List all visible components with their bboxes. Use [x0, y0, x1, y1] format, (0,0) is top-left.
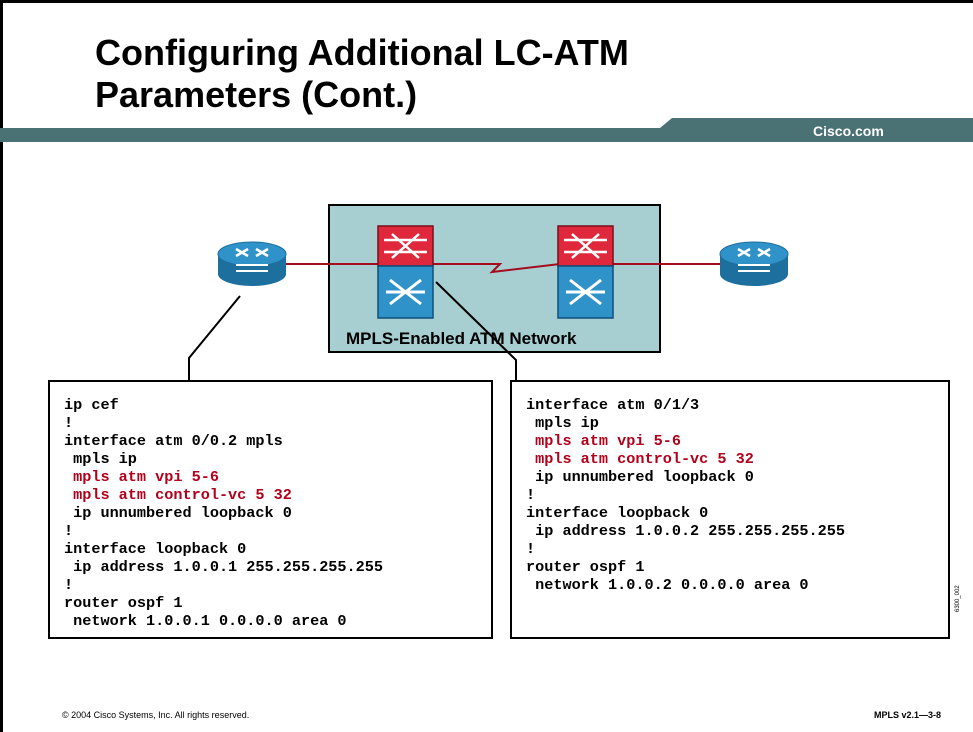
brand-label: Cisco.com — [813, 123, 884, 139]
config-code-left: ip cef!interface atm 0/0.2 mpls mpls ip … — [64, 396, 491, 630]
atm-switch-icon-left — [377, 225, 434, 319]
router-icon-right — [719, 241, 789, 286]
config-line: router ospf 1 — [64, 594, 183, 612]
config-line: ! — [64, 522, 74, 540]
config-line: ip address 1.0.0.2 255.255.255.255 — [526, 522, 845, 540]
slide-title: Configuring Additional LC-ATM Parameters… — [95, 32, 629, 116]
config-line: ip cef — [64, 396, 119, 414]
atm-switch-icon-right — [557, 225, 614, 319]
config-line: ! — [526, 540, 536, 558]
router-icon-left — [217, 241, 287, 286]
config-line: ! — [64, 414, 74, 432]
top-border — [0, 0, 973, 3]
config-line: mpls ip — [526, 414, 599, 432]
config-line: interface atm 0/1/3 — [526, 396, 700, 414]
config-line: ! — [64, 576, 74, 594]
title-line-1: Configuring Additional LC-ATM — [95, 32, 629, 73]
config-line: interface loopback 0 — [526, 504, 709, 522]
config-line-highlighted: mpls atm vpi 5-6 — [526, 432, 681, 450]
left-border — [0, 0, 3, 732]
config-box-left: ip cef!interface atm 0/0.2 mpls mpls ip … — [48, 380, 493, 639]
config-line: ! — [526, 486, 536, 504]
config-box-right: interface atm 0/1/3 mpls ip mpls atm vpi… — [510, 380, 950, 639]
config-line: router ospf 1 — [526, 558, 645, 576]
config-line: interface loopback 0 — [64, 540, 247, 558]
title-line-2: Parameters (Cont.) — [95, 74, 418, 115]
config-line: mpls ip — [64, 450, 137, 468]
config-line-highlighted: mpls atm vpi 5-6 — [64, 468, 219, 486]
config-line: interface atm 0/0.2 mpls — [64, 432, 283, 450]
config-line: network 1.0.0.1 0.0.0.0 area 0 — [64, 612, 347, 630]
config-code-right: interface atm 0/1/3 mpls ip mpls atm vpi… — [526, 396, 948, 594]
callout-line-right — [435, 281, 517, 380]
config-line: network 1.0.0.2 0.0.0.0 area 0 — [526, 576, 809, 594]
title-bar — [0, 118, 973, 142]
config-line: ip address 1.0.0.1 255.255.255.255 — [64, 558, 383, 576]
config-line: ip unnumbered loopback 0 — [526, 468, 754, 486]
link-switch-to-switch — [433, 263, 561, 274]
slide-side-code: 6300_002 — [955, 585, 961, 612]
footer-course-code: MPLS v2.1—3-8 — [874, 710, 942, 720]
footer-copyright: © 2004 Cisco Systems, Inc. All rights re… — [62, 710, 250, 720]
atm-network-label: MPLS-Enabled ATM Network — [346, 329, 577, 348]
config-line-highlighted: mpls atm control-vc 5 32 — [64, 486, 292, 504]
config-line-highlighted: mpls atm control-vc 5 32 — [526, 450, 754, 468]
config-line: ip unnumbered loopback 0 — [64, 504, 292, 522]
callout-line-left — [188, 295, 241, 380]
